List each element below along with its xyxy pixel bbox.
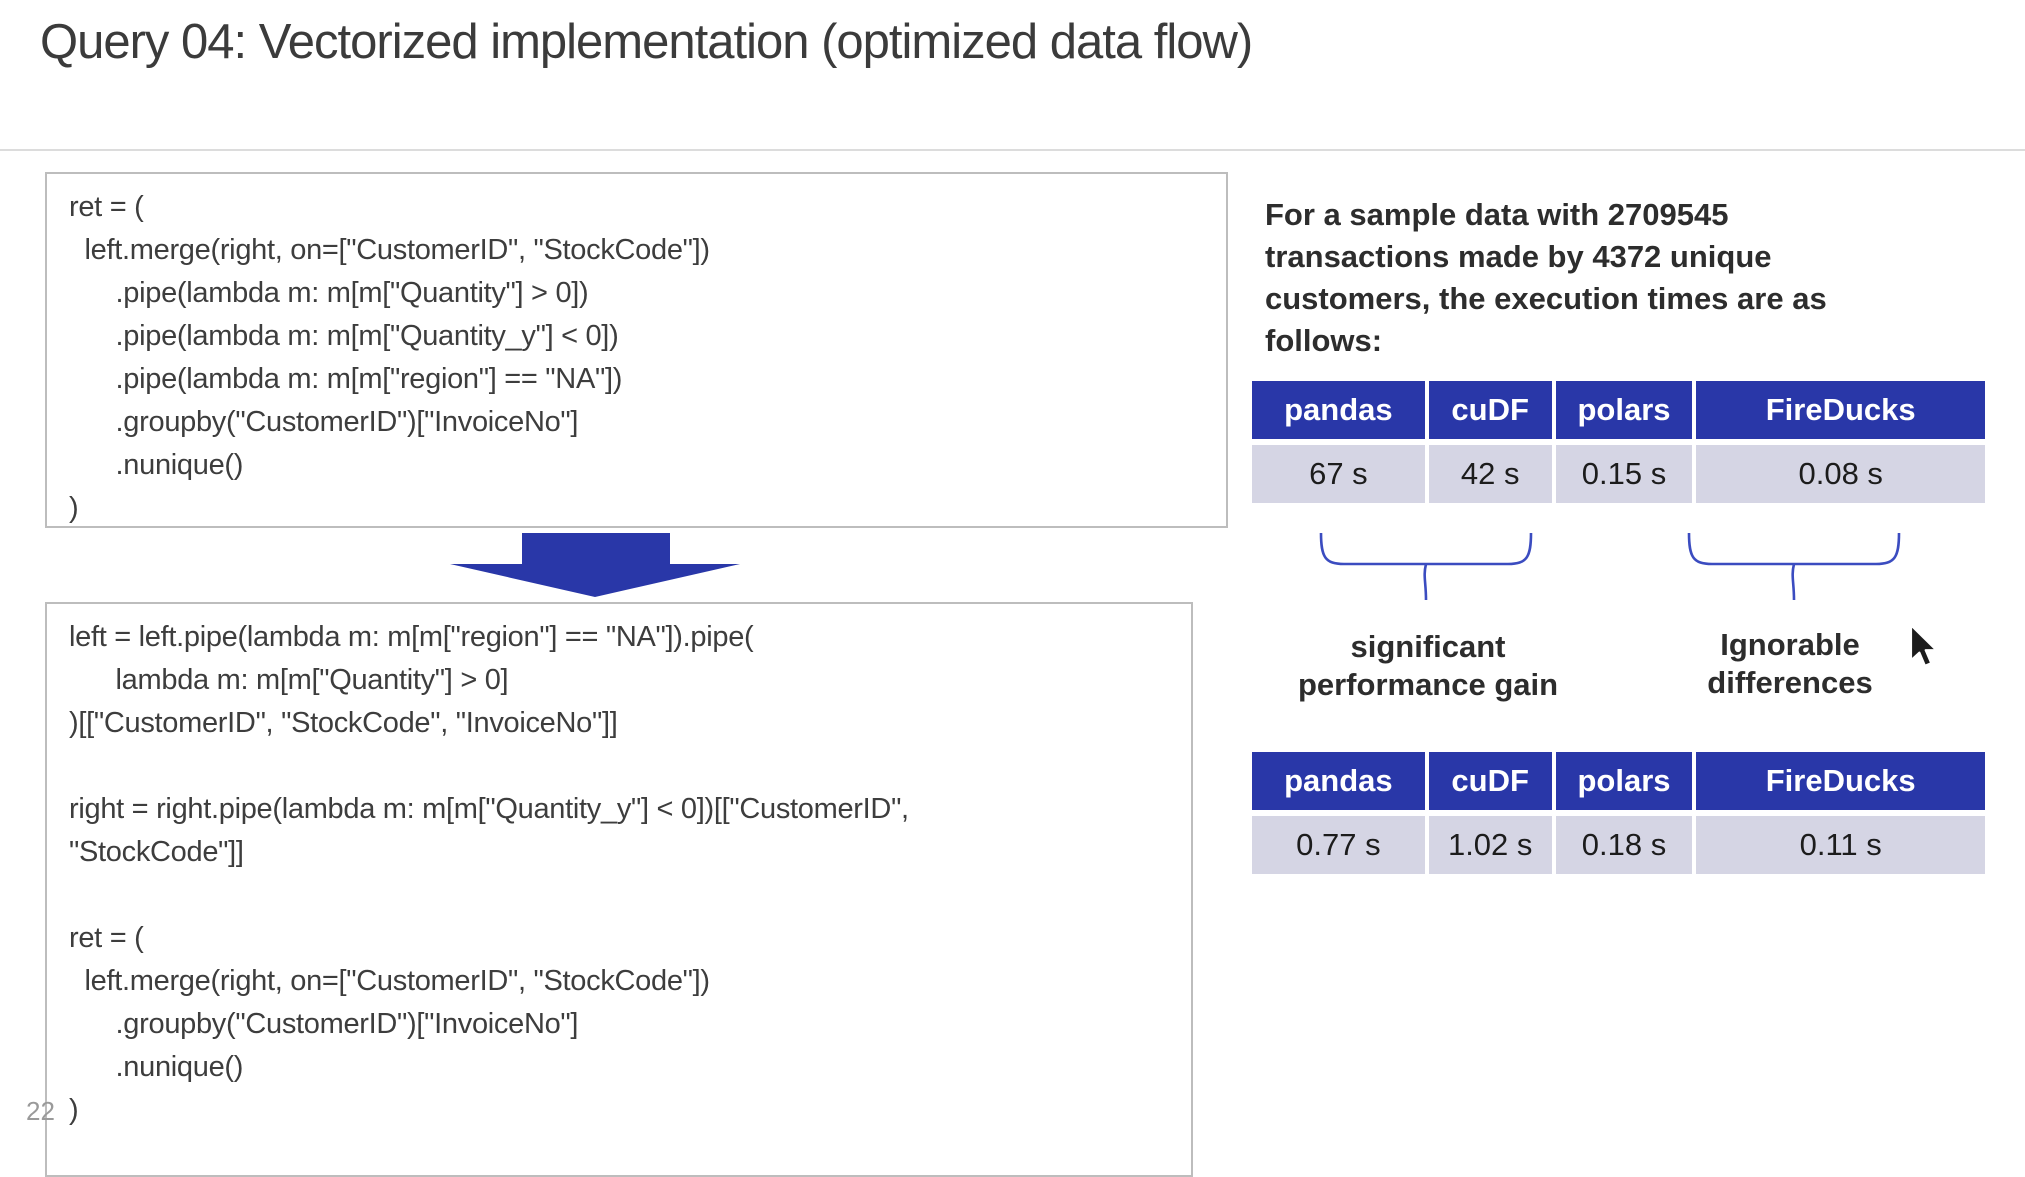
header-pandas: pandas [1252,381,1425,439]
intro-line: customers, the execution times are as [1265,281,1827,316]
value-pandas: 0.77 s [1252,816,1425,874]
execution-times-table-1: pandas cuDF polars FireDucks 67 s 42 s 0… [1252,381,1985,503]
header-fireducks: FireDucks [1696,381,1985,439]
table-value-row: 0.77 s 1.02 s 0.18 s 0.11 s [1252,816,1985,874]
header-polars: polars [1555,752,1693,810]
title-divider [0,149,2025,151]
label-line: performance gain [1297,667,1559,702]
code-optimized-text: left = left.pipe(lambda m: m[m["region"]… [69,621,909,1126]
value-fireducks: 0.11 s [1696,816,1985,874]
underbrace-left-icon [1319,532,1533,601]
table-header-row: pandas cuDF polars FireDucks [1252,752,1985,810]
header-fireducks: FireDucks [1696,752,1985,810]
label-line: significant [1350,629,1506,664]
header-polars: polars [1555,381,1693,439]
value-cudf: 1.02 s [1428,816,1552,874]
intro-line: follows: [1265,323,1383,358]
down-arrow-head-icon [450,564,740,597]
intro-line: For a sample data with 2709545 [1265,197,1729,232]
header-cudf: cuDF [1428,381,1552,439]
code-original-text: ret = ( left.merge(right, on=["CustomerI… [69,191,710,524]
code-block-optimized: left = left.pipe(lambda m: m[m["region"]… [45,602,1193,1177]
intro-line: transactions made by 4372 unique [1265,239,1772,274]
value-polars: 0.15 s [1555,445,1693,503]
execution-times-table-2: pandas cuDF polars FireDucks 0.77 s 1.02… [1252,752,1985,874]
underbrace-right-icon [1687,532,1901,601]
down-arrow-icon [522,533,670,565]
code-block-original: ret = ( left.merge(right, on=["CustomerI… [45,172,1228,528]
page-title: Query 04: Vectorized implementation (opt… [40,15,1253,69]
value-fireducks: 0.08 s [1696,445,1985,503]
header-cudf: cuDF [1428,752,1552,810]
intro-paragraph: For a sample data with 2709545 transacti… [1265,194,1827,362]
value-pandas: 67 s [1252,445,1425,503]
label-line: Ignorable [1720,627,1860,662]
value-cudf: 42 s [1428,445,1552,503]
label-line: differences [1707,665,1873,700]
header-pandas: pandas [1252,752,1425,810]
table-header-row: pandas cuDF polars FireDucks [1252,381,1985,439]
mouse-cursor-icon [1910,624,1938,667]
page-number: 22 [26,1096,55,1126]
label-significant-performance-gain: significant performance gain [1218,628,1638,704]
label-ignorable-differences: Ignorable differences [1580,626,2000,702]
value-polars: 0.18 s [1555,816,1693,874]
table-value-row: 67 s 42 s 0.15 s 0.08 s [1252,445,1985,503]
